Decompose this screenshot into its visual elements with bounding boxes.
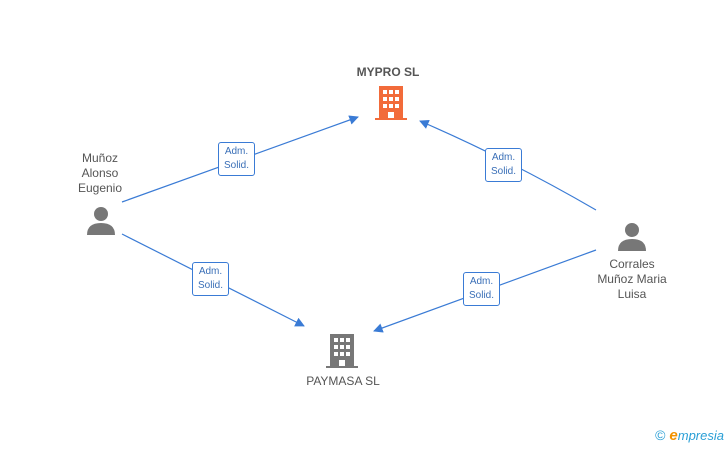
person-name-line: Eugenio: [77, 181, 123, 195]
edge-label-line: Solid.: [469, 290, 495, 301]
person-icon[interactable]: [86, 205, 116, 235]
person-label-left[interactable]: Muñoz Alonso Eugenio: [55, 151, 145, 196]
edge-label-line: Solid.: [491, 166, 517, 177]
person-label-right[interactable]: Corrales Muñoz Maria Luisa: [582, 257, 682, 302]
edge-label-line: Adm.: [491, 152, 516, 163]
building-icon[interactable]: [326, 334, 358, 368]
building-icon[interactable]: [375, 86, 407, 120]
edge-label-right-mypro: Adm. Solid.: [485, 148, 523, 182]
copyright-icon: ©: [655, 427, 666, 443]
edge-label-line: Adm.: [469, 276, 494, 287]
edge-label-left-paymasa: Adm. Solid.: [192, 262, 230, 296]
edge-label-right-paymasa: Adm. Solid.: [463, 272, 501, 306]
person-icon[interactable]: [617, 221, 647, 251]
edge-label-line: Adm.: [198, 266, 223, 277]
edge-label-left-mypro: Adm. Solid.: [218, 142, 256, 176]
person-name-line: Muñoz: [81, 151, 119, 165]
company-label-mypro[interactable]: MYPRO SL: [356, 65, 420, 79]
edge-label-line: Solid.: [198, 280, 224, 291]
edge-label-line: Solid.: [224, 160, 250, 171]
brand-initial: e: [669, 427, 678, 444]
person-name-line: Corrales: [609, 257, 655, 271]
brand-footer: ©empresia: [655, 427, 724, 444]
person-name-line: Alonso: [81, 166, 119, 180]
person-name-line: Muñoz Maria: [597, 272, 667, 286]
person-name-line: Luisa: [617, 287, 647, 301]
edge-label-line: Adm.: [224, 146, 249, 157]
company-label-paymasa[interactable]: PAYMASA SL: [306, 374, 380, 388]
brand-name: mpresia: [677, 428, 724, 443]
